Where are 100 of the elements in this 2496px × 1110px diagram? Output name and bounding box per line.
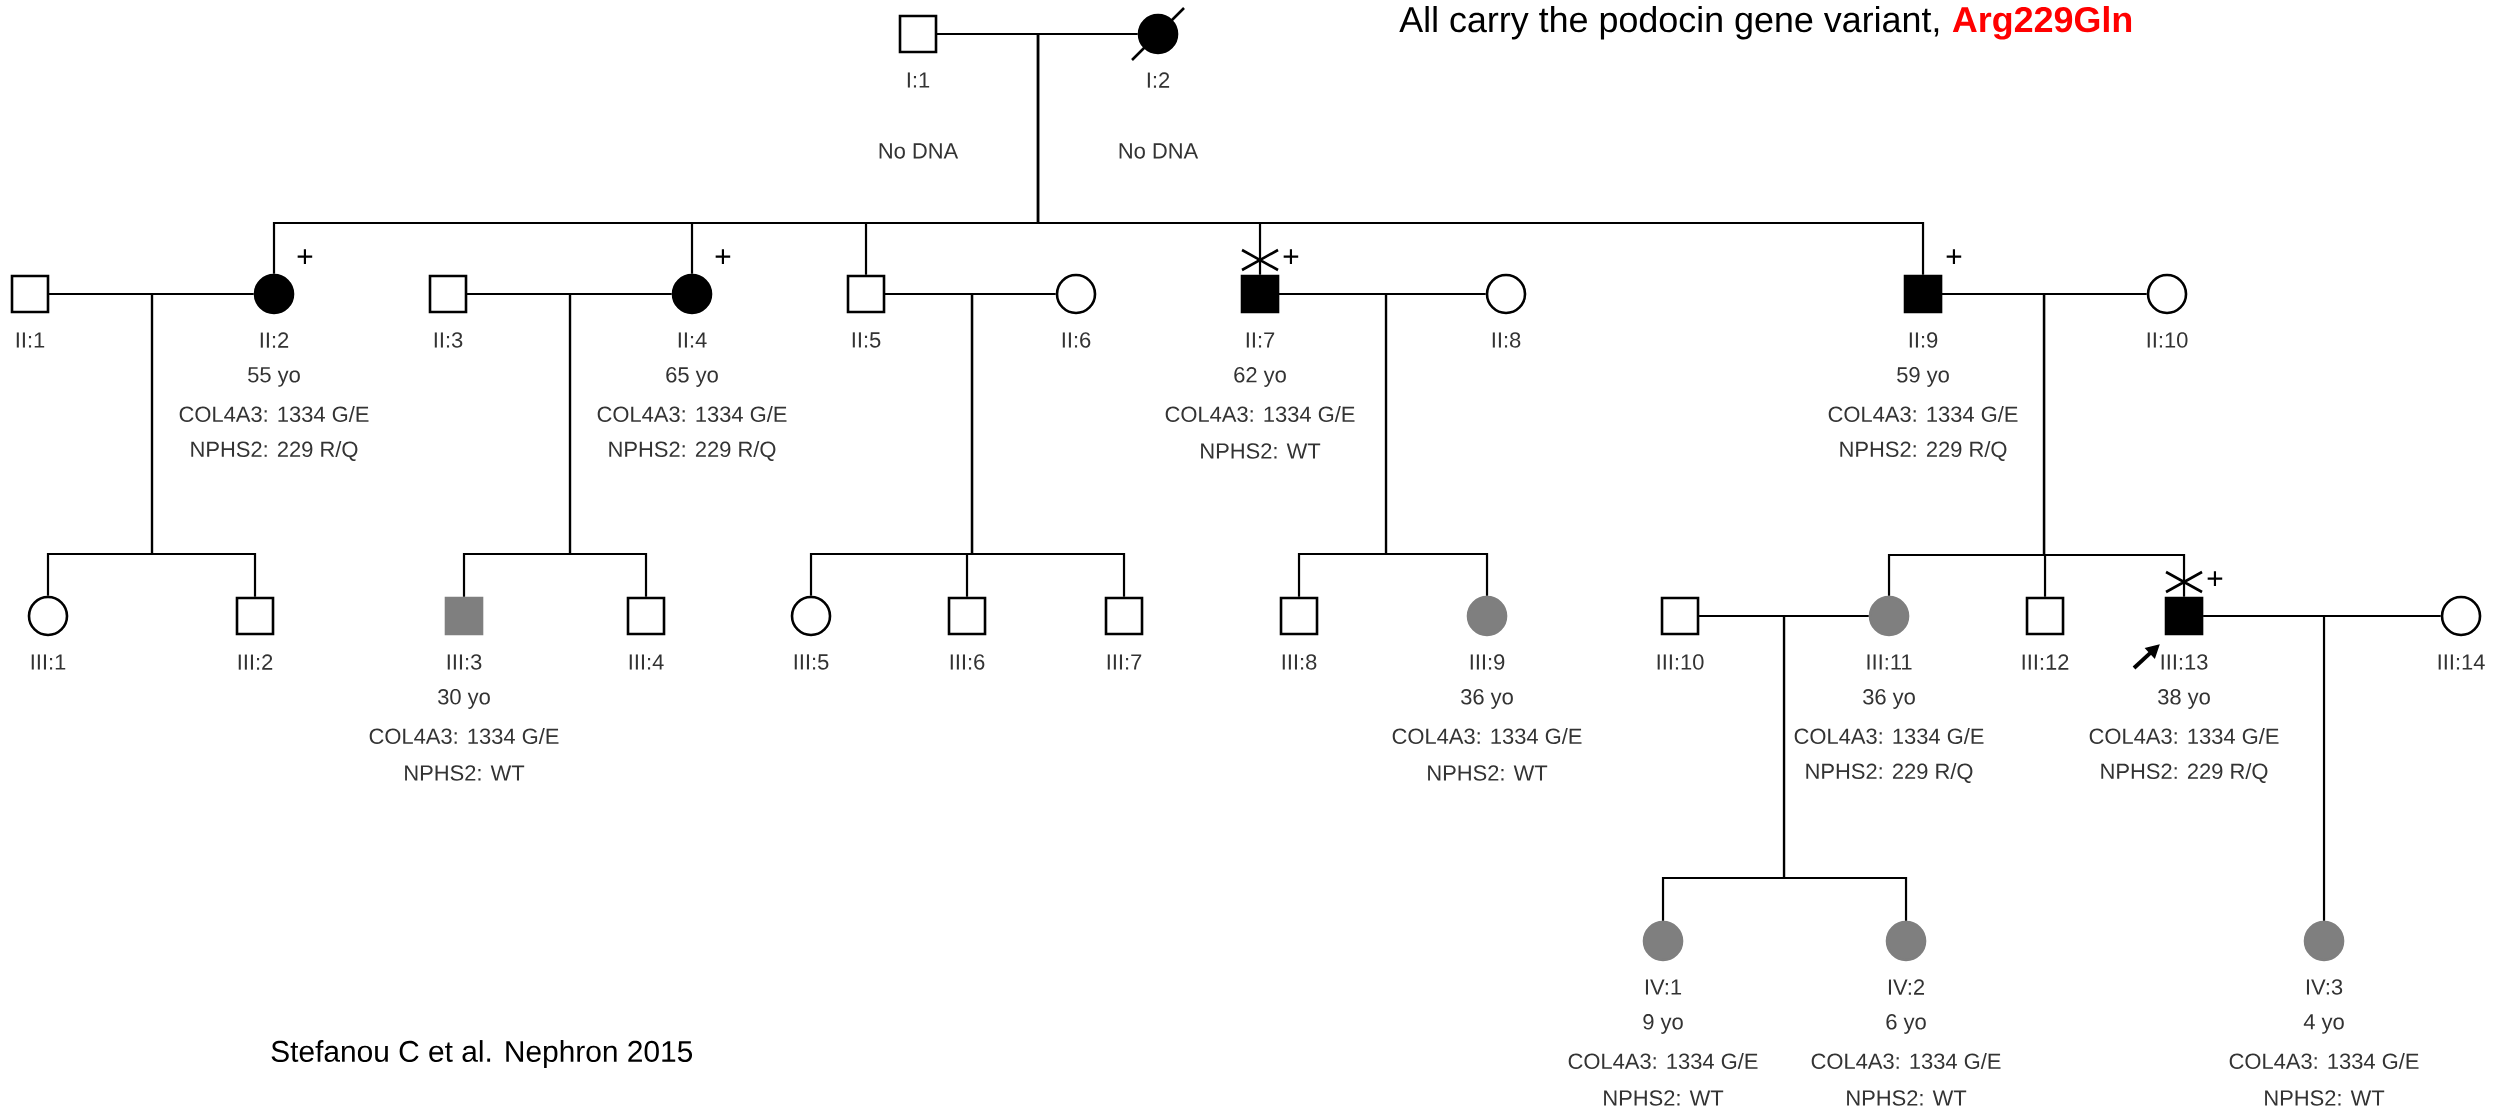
individual-id: II:6: [1062, 332, 1091, 348]
square-symbol: [1240, 274, 1280, 314]
individual-id: III:2: [238, 654, 273, 670]
square-symbol: [898, 14, 938, 54]
individual-id: III:6: [950, 654, 985, 670]
square-symbol: [444, 596, 484, 636]
square-symbol: [846, 274, 886, 314]
square-symbol: [235, 596, 275, 636]
circle-symbol: [2440, 595, 2482, 637]
descent-line: [1279, 292, 1489, 596]
plus-sign: +: [1946, 249, 1962, 264]
plus-sign: +: [715, 249, 731, 264]
annotation-text: COL4A3: 1334 G/E: [1392, 727, 1582, 745]
circle-symbol: [1137, 13, 1179, 55]
annotation-text: 55 yo: [248, 367, 300, 387]
annotation-text: NPHS2: WT: [1604, 1090, 1724, 1106]
individual-id: III:14: [2438, 654, 2485, 670]
annotation-text: NPHS2: 229 R/Q: [2101, 763, 2268, 783]
annotation-text: NPHS2: WT: [1201, 443, 1321, 459]
individual-id: II:10: [2147, 332, 2188, 348]
annotation-text: NPHS2: WT: [1847, 1090, 1967, 1106]
annotation-text: COL4A3: 1334 G/E: [2229, 1052, 2419, 1070]
individual-id: II:8: [1492, 332, 1521, 348]
individual-id: II:5: [852, 332, 881, 348]
annotation-text: COL4A3: 1334 G/E: [179, 405, 369, 423]
individual-id: II:1: [16, 332, 45, 348]
individual-id: IV:1: [1645, 979, 1682, 995]
annotation-text: NPHS2: WT: [405, 765, 525, 781]
individual-id: II:9: [1909, 332, 1938, 348]
individual-id: III:1: [31, 654, 66, 670]
annotation-text: COL4A3: 1334 G/E: [1568, 1052, 1758, 1070]
individual-id: III:11: [1867, 654, 1912, 670]
descent-line: [885, 292, 1126, 597]
annotation-text: 36 yo: [1461, 689, 1513, 709]
circle-symbol: [671, 273, 713, 315]
descent-line: [937, 32, 1925, 275]
individual-id: II:4: [678, 332, 707, 348]
annotation-text: No DNA: [1119, 143, 1199, 159]
individual-id: II:7: [1246, 332, 1275, 348]
individual-id: IV:3: [2306, 979, 2343, 995]
annotation-text: 36 yo: [1863, 689, 1915, 709]
square-symbol: [2025, 596, 2065, 636]
square-symbol: [10, 274, 50, 314]
plus-sign: +: [297, 249, 313, 264]
annotation-text: 59 yo: [1897, 367, 1949, 387]
annotation-text: COL4A3: 1334 G/E: [597, 405, 787, 423]
individual-id: II:2: [260, 332, 289, 348]
circle-symbol: [1466, 595, 1508, 637]
descent-line: [1699, 614, 1908, 921]
annotation-text: 6 yo: [1886, 1014, 1926, 1034]
square-symbol: [1104, 596, 1144, 636]
annotation-text: COL4A3: 1334 G/E: [369, 727, 559, 745]
annotation-text: 30 yo: [438, 689, 490, 709]
square-symbol: [626, 596, 666, 636]
annotation-text: NPHS2: WT: [2265, 1090, 2385, 1106]
plus-sign: +: [2207, 571, 2223, 586]
circle-symbol: [1055, 273, 1097, 315]
descent-line: [1942, 292, 2186, 597]
annotation-text: COL4A3: 1334 G/E: [2089, 727, 2279, 745]
individual-id: III:5: [794, 654, 829, 670]
individual-id: III:8: [1282, 654, 1317, 670]
circle-symbol: [1885, 920, 1927, 962]
individual-id: I:2: [1147, 72, 1170, 88]
annotation-text: NPHS2: WT: [1428, 765, 1548, 781]
circle-symbol: [253, 273, 295, 315]
variant-name: Arg229Gln: [1952, 6, 2132, 40]
circle-symbol: [1485, 273, 1527, 315]
individual-id: I:1: [907, 72, 930, 88]
individual-id: IV:2: [1888, 979, 1924, 995]
circle-symbol: [2146, 273, 2188, 315]
note-text: All carry the podocin gene variant,: [1399, 6, 1939, 40]
citation-text: Stefanou C et al. Nephron 2015: [271, 1040, 693, 1068]
individual-id: III:13: [2161, 654, 2208, 670]
square-symbol: [1660, 596, 1700, 636]
square-symbol: [2164, 596, 2204, 636]
plus-sign: +: [1283, 249, 1299, 264]
square-symbol: [428, 274, 468, 314]
annotation-text: COL4A3: 1334 G/E: [1828, 405, 2018, 423]
square-symbol: [1903, 274, 1943, 314]
descent-line: [467, 292, 648, 597]
square-symbol: [1279, 596, 1319, 636]
annotation-text: NPHS2: 229 R/Q: [191, 440, 358, 461]
annotation-text: COL4A3: 1334 G/E: [1794, 727, 1984, 745]
annotation-text: NPHS2: 229 R/Q: [609, 440, 776, 461]
circle-symbol: [1642, 920, 1684, 962]
annotation-text: NPHS2: 229 R/Q: [1806, 763, 1973, 783]
annotation-text: COL4A3: 1334 G/E: [1811, 1052, 2001, 1070]
square-symbol: [947, 596, 987, 636]
descent-line: [2203, 614, 2326, 921]
descent-line: [49, 292, 257, 597]
annotation-text: No DNA: [879, 143, 959, 159]
annotation-text: 62 yo: [1234, 367, 1286, 387]
circle-symbol: [1868, 595, 1910, 637]
annotation-text: 4 yo: [2303, 1014, 2344, 1034]
annotation-text: COL4A3: 1334 G/E: [1165, 405, 1355, 423]
individual-id: III:3: [447, 654, 482, 670]
circle-symbol: [790, 595, 832, 637]
individual-id: III:4: [629, 654, 664, 670]
individual-id: III:10: [1657, 654, 1704, 670]
individual-id: III:12: [2022, 654, 2069, 670]
